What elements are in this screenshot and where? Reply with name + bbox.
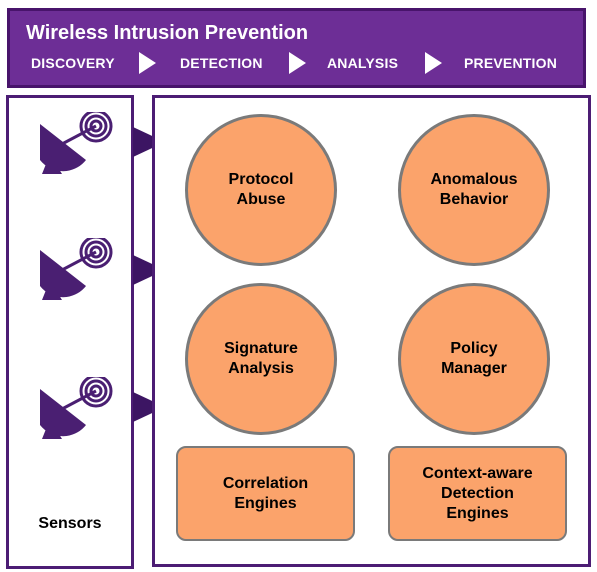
stage-analysis: ANALYSIS xyxy=(327,55,399,71)
stage-detection: DETECTION xyxy=(180,55,263,71)
stage-discovery: DISCOVERY xyxy=(31,55,115,71)
banner-title: Wireless Intrusion Prevention xyxy=(26,22,309,44)
signature-analysis-node: Signature Analysis xyxy=(185,283,337,435)
stage-prevention: PREVENTION xyxy=(464,55,558,71)
node-label: Protocol Abuse xyxy=(228,171,294,208)
box-label: Context-aware Detection Engines xyxy=(422,464,533,522)
sensors-label: Sensors xyxy=(38,515,102,532)
correlation-engines-box: Correlation Engines xyxy=(176,446,355,541)
satellite-dish-icon xyxy=(40,238,113,300)
policy-manager-node: Policy Manager xyxy=(398,283,550,435)
node-label: Signature Analysis xyxy=(224,340,298,377)
satellite-dish-icon xyxy=(40,377,113,439)
process-banner: Wireless Intrusion Prevention DISCOVERY … xyxy=(7,8,586,88)
context-aware-engines-box: Context-aware Detection Engines xyxy=(388,446,567,541)
stage-arrow-icon xyxy=(289,52,306,74)
stage-arrow-icon xyxy=(139,52,156,74)
anomalous-behavior-node: Anomalous Behavior xyxy=(398,114,550,266)
protocol-abuse-node: Protocol Abuse xyxy=(185,114,337,266)
sensors-panel: Sensors xyxy=(6,95,134,569)
node-label: Anomalous Behavior xyxy=(430,171,518,208)
detection-panel: Protocol Abuse Anomalous Behavior Signat… xyxy=(152,95,591,567)
satellite-dish-icon xyxy=(40,112,113,174)
node-label: Policy Manager xyxy=(441,340,507,377)
stage-arrow-icon xyxy=(425,52,442,74)
box-label: Correlation Engines xyxy=(222,474,309,512)
